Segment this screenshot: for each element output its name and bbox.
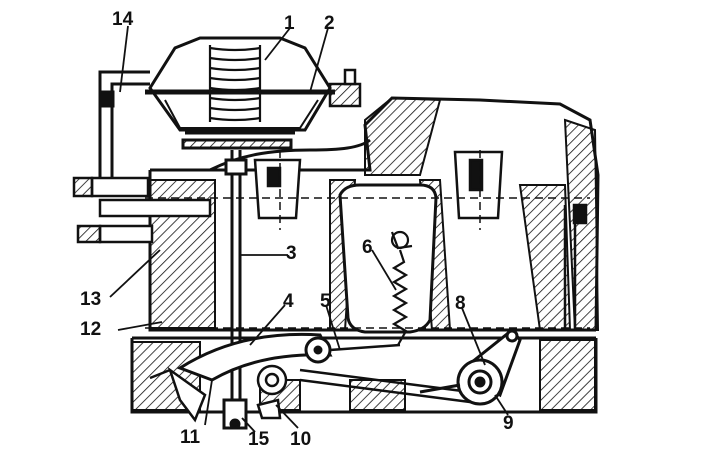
callout-4: 4: [283, 291, 294, 312]
roller-wheel: [256, 364, 288, 420]
callout-9: 9: [503, 413, 514, 434]
diaphragm-chamber: [145, 36, 335, 150]
pull-rod: [222, 150, 248, 430]
throttle-sector: [419, 327, 522, 406]
latch-pawl: [149, 366, 207, 423]
callout-6: 6: [362, 237, 373, 258]
callout-3: 3: [286, 243, 297, 264]
callout-14: 14: [112, 9, 134, 30]
diffuser-channel: [338, 183, 438, 334]
callout-leader-lines: [109, 25, 509, 433]
throttle-lever: [176, 332, 333, 382]
mounting-bracket: [72, 176, 212, 244]
axis-lines: [145, 150, 590, 329]
callout-13: 13: [80, 289, 102, 310]
callout-11: 11: [180, 427, 201, 448]
callout-2: 2: [324, 13, 335, 34]
diaphragm-spring: [208, 45, 262, 122]
callout-5: 5: [320, 291, 331, 312]
adjusting-screw-top-right: [328, 68, 362, 108]
return-spring: [390, 230, 413, 346]
callout-12: 12: [80, 319, 102, 340]
callout-15: 15: [248, 429, 270, 450]
right-channel: [563, 203, 588, 330]
callout-10: 10: [290, 429, 312, 450]
fuel-jets: [253, 150, 504, 220]
callout-1: 1: [284, 13, 295, 34]
vacuum-channel-tube: [98, 70, 150, 190]
callout-8: 8: [455, 293, 466, 314]
